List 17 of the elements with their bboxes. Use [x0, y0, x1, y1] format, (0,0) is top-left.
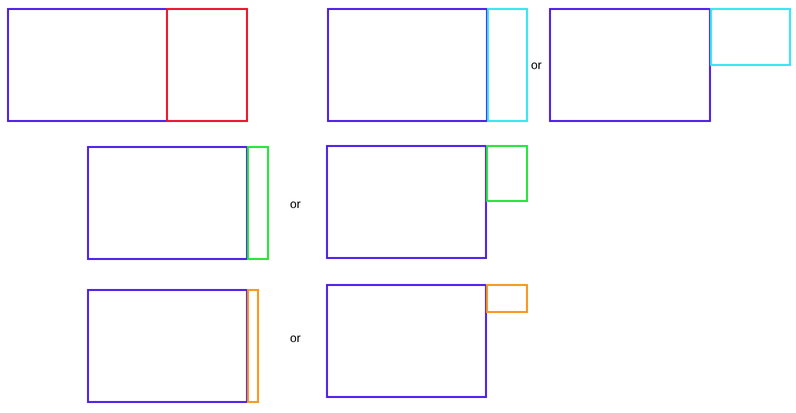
outline-rectangle: [87, 146, 248, 260]
outline-rectangle: [486, 145, 528, 202]
outline-rectangle: [710, 8, 791, 66]
outline-rectangle: [549, 8, 711, 122]
outline-rectangle: [326, 284, 487, 398]
outline-rectangle: [247, 146, 269, 260]
outline-rectangle: [487, 8, 528, 122]
outline-rectangle: [87, 289, 248, 403]
outline-rectangle: [486, 284, 528, 313]
or-label: or: [290, 197, 301, 211]
or-label: or: [531, 58, 542, 72]
outline-rectangle: [327, 8, 488, 122]
outline-rectangle: [7, 8, 168, 122]
outline-rectangle: [247, 289, 259, 403]
outline-rectangle: [166, 8, 248, 122]
or-label: or: [290, 331, 301, 345]
outline-rectangle: [326, 145, 487, 259]
